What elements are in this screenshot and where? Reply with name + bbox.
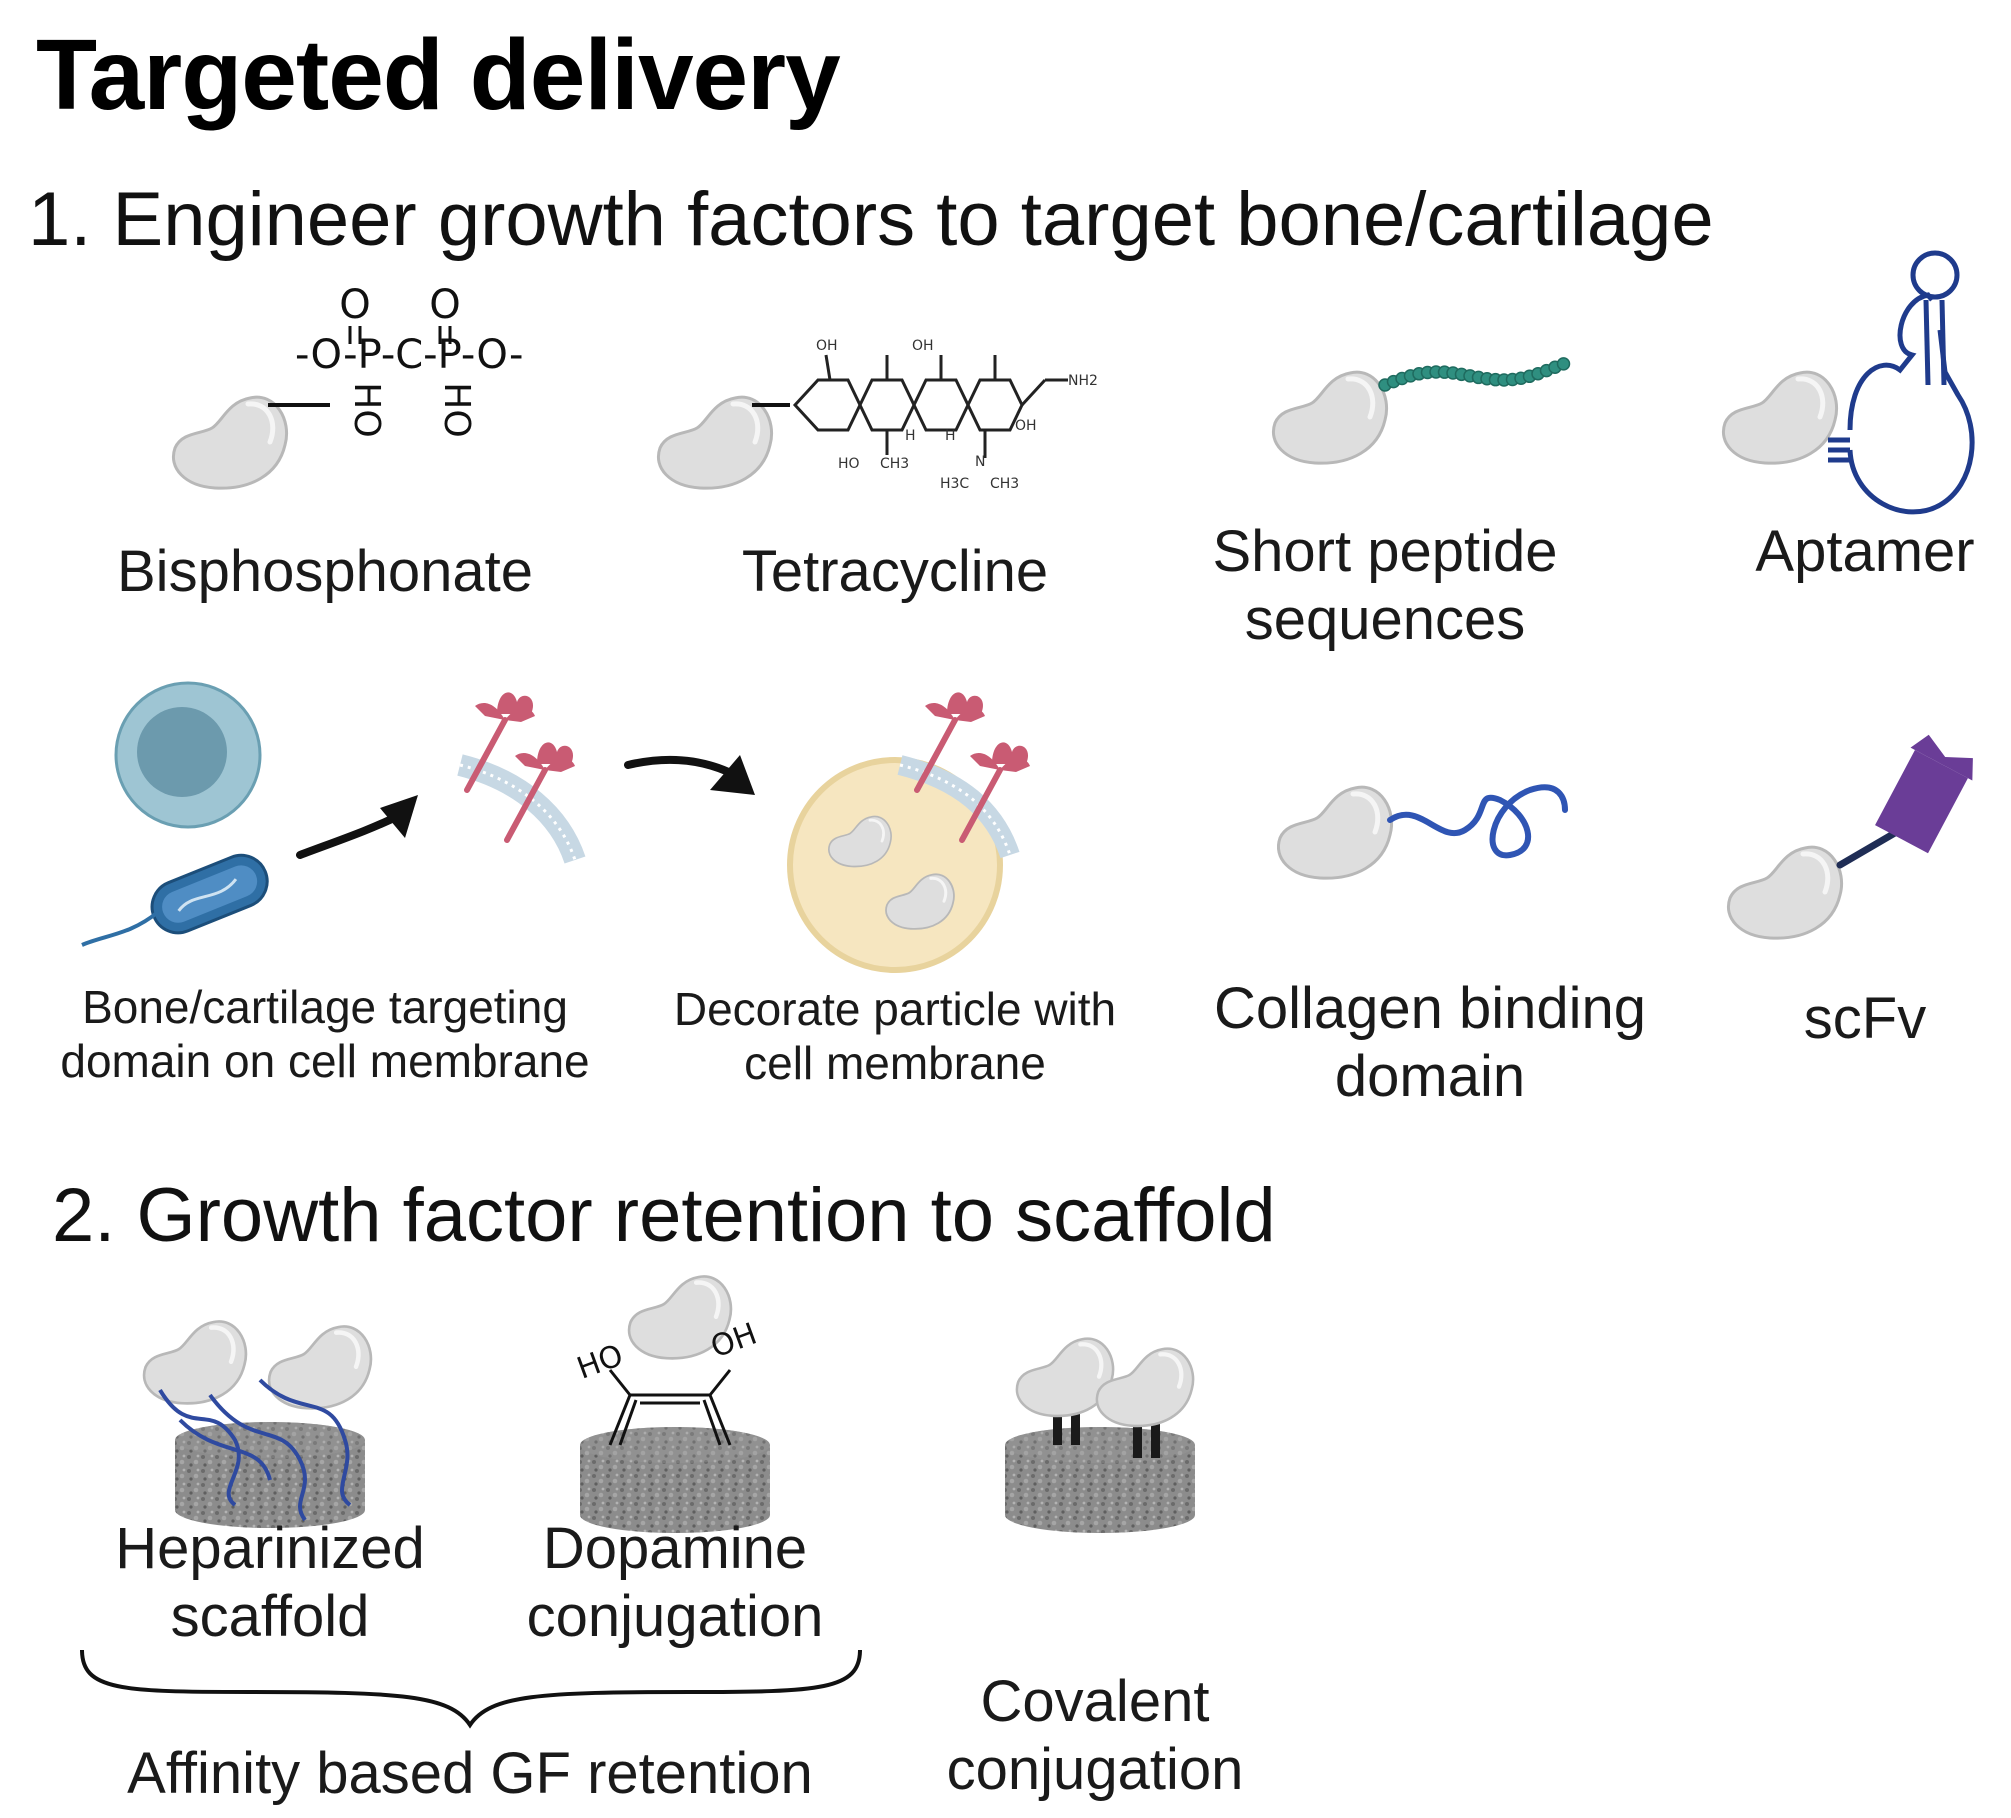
collagen-binding-coil-icon bbox=[1387, 784, 1568, 859]
chem-tc-oh-3: OH bbox=[1015, 418, 1037, 434]
scfv-fragment-icon bbox=[1875, 734, 1973, 854]
aptamer-loop-icon bbox=[1828, 250, 1975, 515]
label-short-peptide: Short peptide sequences bbox=[1212, 519, 1558, 653]
label-covalent-conjugation: Covalent conjugation bbox=[946, 1669, 1244, 1803]
chem-tc-oh-2: OH bbox=[912, 338, 934, 354]
label-decorate-particle: Decorate particle with cell membrane bbox=[673, 983, 1117, 1090]
scfv-figure bbox=[1728, 734, 1973, 938]
affinity-group-brace bbox=[80, 1649, 862, 1729]
label-affinity-group: Affinity based GF retention bbox=[127, 1741, 813, 1806]
membrane-patch-figure bbox=[457, 692, 586, 864]
dopamine-scaffold-icon: HO OH bbox=[572, 1276, 770, 1533]
label-aptamer: Aptamer bbox=[1755, 519, 1975, 584]
chem-oxygen-2: O bbox=[429, 282, 460, 328]
peptide-bead bbox=[1556, 357, 1571, 371]
label-collagen-binding: Collagen binding domain bbox=[1213, 976, 1647, 1110]
page-title: Targeted delivery bbox=[36, 19, 841, 131]
chem-tc-h3c: H3C bbox=[940, 476, 969, 492]
chem-tc-ho: HO bbox=[838, 456, 860, 472]
chem-tc-n: N bbox=[975, 454, 985, 470]
covalent-scaffold-icon bbox=[1005, 1339, 1195, 1533]
short-peptide-figure bbox=[1273, 357, 1571, 463]
chem-tc-nh2: NH2 bbox=[1068, 373, 1098, 389]
chem-dopamine-ho: HO bbox=[572, 1338, 627, 1387]
heparin-scaffold-icon bbox=[144, 1321, 371, 1528]
chem-hydroxyl-1: HO bbox=[346, 382, 387, 437]
chem-tc-ch3: CH3 bbox=[880, 456, 909, 472]
label-heparinized-scaffold: Heparinized scaffold bbox=[115, 1516, 425, 1650]
chem-tc-oh-1: OH bbox=[816, 338, 838, 354]
label-cell-membrane-domain: Bone/cartilage targeting domain on cell … bbox=[60, 981, 590, 1088]
section-2-heading: 2. Growth factor retention to scaffold bbox=[52, 1173, 1276, 1258]
cell-membrane-source-figure bbox=[81, 681, 418, 947]
chem-tc-ch3-2: CH3 bbox=[990, 476, 1019, 492]
bisphosphonate-figure: O O -O-P-C-P-O- HO HO bbox=[173, 282, 523, 488]
chem-bisphosphonate-chain: -O-P-C-P-O- bbox=[295, 332, 523, 378]
tetracycline-figure: OH OH OH NH2 HO CH3 H H N H3C CH3 bbox=[658, 338, 1098, 492]
process-arrow bbox=[624, 755, 739, 779]
label-tetracycline: Tetracycline bbox=[741, 539, 1049, 604]
chem-tc-h-2: H bbox=[945, 428, 956, 444]
aptamer-figure bbox=[1723, 250, 1975, 515]
chem-oxygen-1: O bbox=[339, 282, 370, 328]
chem-hydroxyl-2: HO bbox=[436, 382, 477, 437]
chem-tc-h-1: H bbox=[905, 428, 916, 444]
label-scfv: scFv bbox=[1803, 986, 1927, 1051]
peptide-chain-icon bbox=[1378, 357, 1571, 392]
label-bisphosphonate: Bisphosphonate bbox=[117, 539, 533, 604]
collagen-binding-figure bbox=[1278, 784, 1568, 878]
label-dopamine-conjugation: Dopamine conjugation bbox=[526, 1516, 824, 1650]
membrane-coated-particle-icon bbox=[787, 692, 1030, 973]
section-1-heading: 1. Engineer growth factors to target bon… bbox=[28, 177, 1714, 262]
